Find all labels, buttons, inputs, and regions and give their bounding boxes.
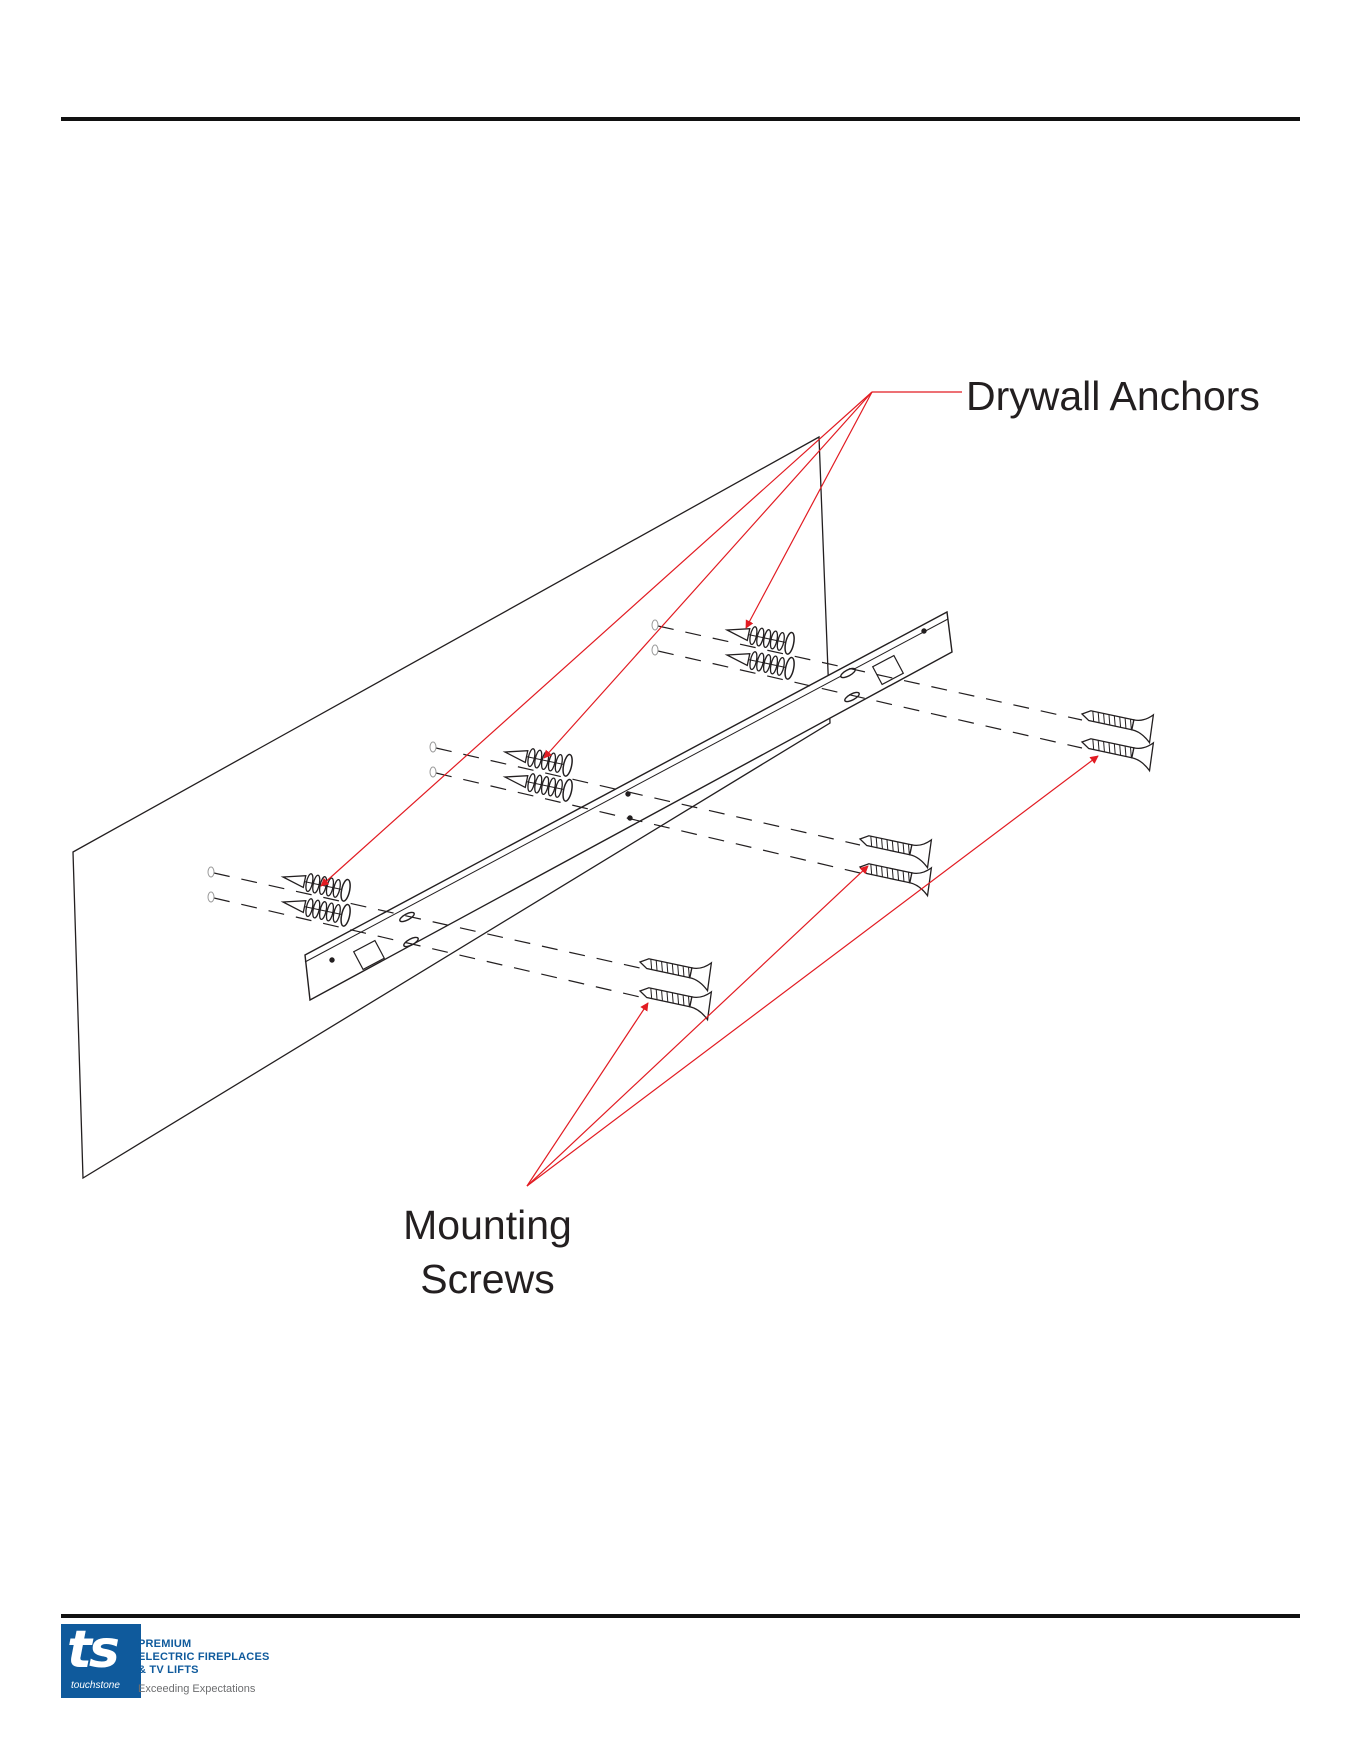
brand-tagline: PREMIUM ELECTRIC FIREPLACES & TV LIFTS E… — [138, 1638, 270, 1695]
tagline-slogan: Exceeding Expectations — [138, 1683, 270, 1695]
mounting-screws-label: Mounting Screws — [380, 1198, 595, 1306]
logo-mark: ts — [67, 1620, 117, 1680]
tagline-line-3: & TV LIFTS — [138, 1664, 270, 1677]
drywall-anchors-label: Drywall Anchors — [966, 376, 1260, 417]
drywall-anchor — [503, 741, 574, 777]
mounting-screws-label-line1: Mounting — [380, 1198, 595, 1252]
tagline-line-2: ELECTRIC FIREPLACES — [138, 1651, 270, 1664]
footer-rule — [61, 1614, 1300, 1618]
drywall-anchor — [281, 866, 352, 902]
logo-wordmark: touchstone — [71, 1680, 120, 1691]
drywall-anchor — [725, 619, 796, 655]
touchstone-logo: ts touchstone — [61, 1624, 141, 1698]
mounting-screw — [1079, 700, 1155, 742]
wall-panel — [73, 437, 830, 1178]
mounting-screws-label-line2: Screws — [380, 1252, 595, 1306]
mounting-screw — [857, 825, 933, 867]
tagline-line-1: PREMIUM — [138, 1638, 270, 1651]
wall-holes — [208, 620, 658, 902]
mounting-screw — [637, 948, 713, 990]
